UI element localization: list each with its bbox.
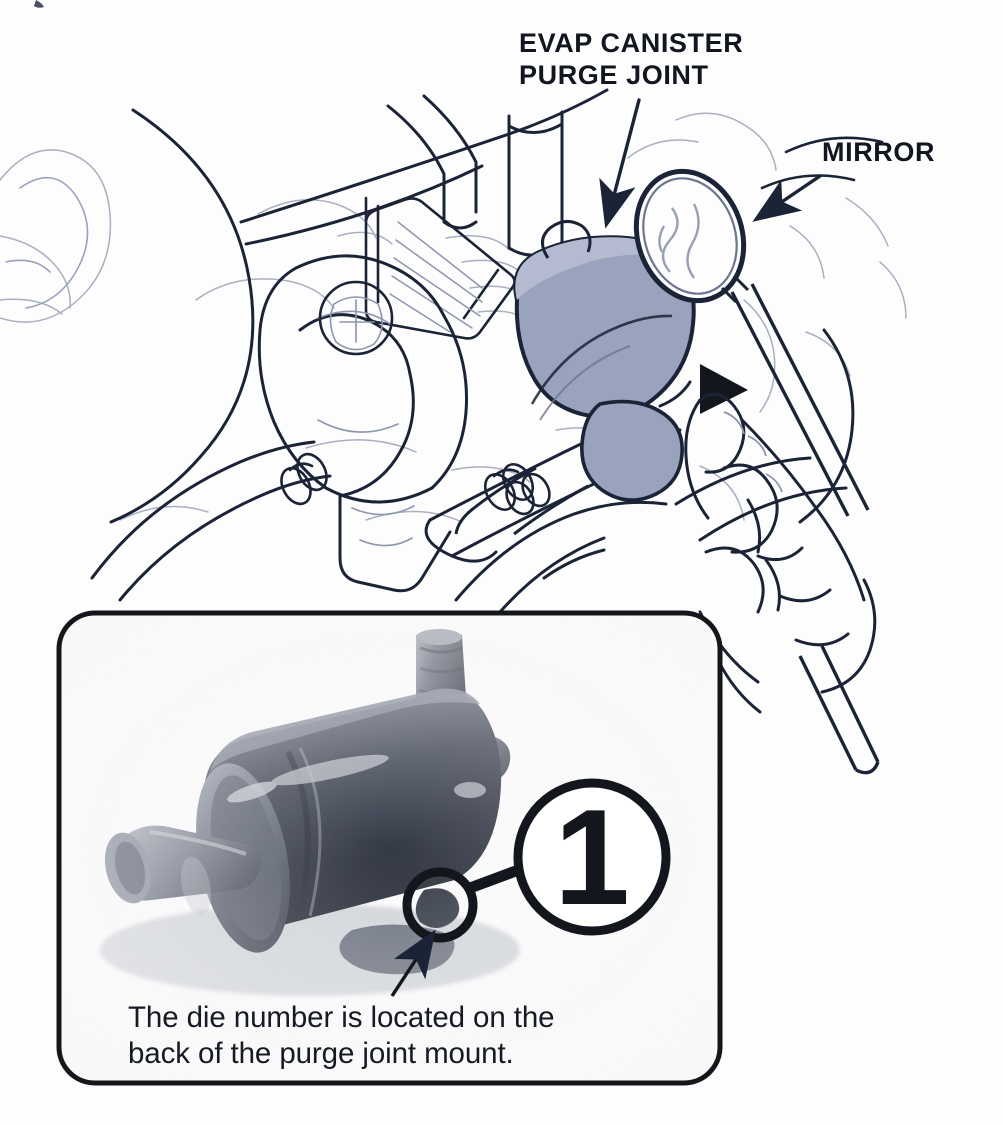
right-body-panel [674,328,855,542]
die-number-text: 1 [554,781,630,933]
die-number-magnified-circle [513,778,671,936]
crop-artifact-mark [34,0,44,8]
inset-caption-text: The die number is located on the back of… [128,1001,555,1071]
mirror-label: MIRROR [822,137,936,167]
inset-panel-border [56,610,723,1086]
pointer-triangle [700,364,748,414]
purge-joint-photograph [59,613,720,1083]
throttle-body [257,254,468,593]
die-number-callout: 1 [390,778,671,997]
evap-canister-purge-joint-component [454,220,696,536]
cowl-lines [239,88,609,246]
mounting-boss [318,280,394,356]
leader-line-evap [599,98,641,229]
leader-lines [599,98,822,229]
booster-housing [109,108,255,524]
bolt-head [329,296,383,351]
hand-crease-lines [723,411,783,493]
die-number-marker-circle [402,867,478,943]
sensor-connector-ribs [389,221,483,333]
mirror-handle [730,283,870,517]
hose-clamp-left [280,452,328,506]
caption-pointer-line [390,929,436,997]
leader-line-mirror [752,174,822,222]
inspection-mirror [633,168,880,775]
inset-panel: 1 [56,610,723,1086]
hand-holding-mirror [684,392,877,714]
booster-housing-inner [5,176,89,309]
evap-canister-purge-joint-label: EVAP CANISTER PURGE JOINT [519,28,744,90]
mirror-reflection [658,203,700,279]
lower-bracket [454,500,668,614]
